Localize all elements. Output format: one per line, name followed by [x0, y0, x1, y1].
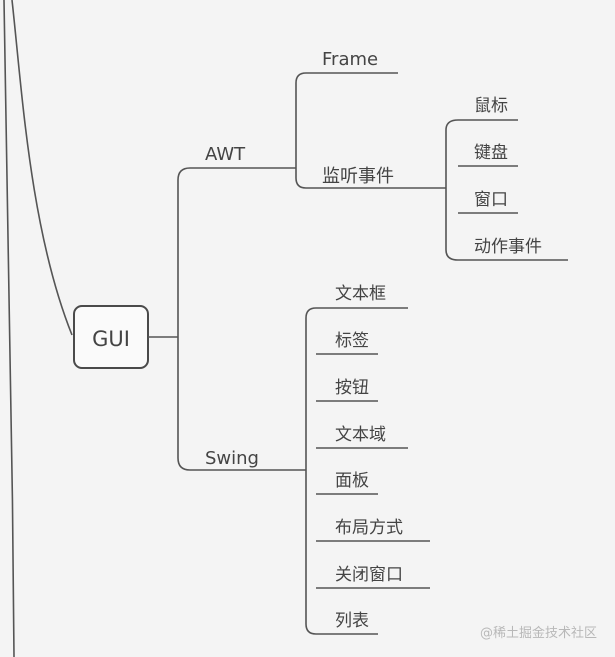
- branch-bracket: [177, 167, 191, 471]
- parent-connector-curve: [11, 0, 73, 336]
- node-layout-label[interactable]: 布局方式: [335, 518, 403, 538]
- awt-bracket: [295, 72, 307, 189]
- root-node[interactable]: GUI: [73, 305, 149, 369]
- branch-awt-label[interactable]: AWT: [205, 144, 246, 165]
- swing-bracket: [305, 307, 317, 635]
- branch-swing-label[interactable]: Swing: [205, 448, 259, 469]
- node-button-label[interactable]: 按钮: [335, 378, 369, 398]
- node-textarea-label[interactable]: 文本域: [335, 425, 386, 445]
- node-frame-label[interactable]: Frame: [322, 49, 378, 70]
- node-panel-label[interactable]: 面板: [335, 471, 369, 491]
- node-keyboard-label[interactable]: 键盘: [474, 143, 508, 163]
- listener-bracket: [445, 119, 459, 261]
- node-mouse-label[interactable]: 鼠标: [474, 96, 508, 116]
- watermark: @稀土掘金技术社区: [479, 626, 597, 641]
- node-list-label[interactable]: 列表: [335, 611, 369, 631]
- left-edge-line: [3, 0, 15, 657]
- node-listener-events-label[interactable]: 监听事件: [322, 166, 394, 187]
- node-close-window-label[interactable]: 关闭窗口: [335, 565, 403, 585]
- node-label-label[interactable]: 标签: [335, 331, 369, 351]
- node-action-events-label[interactable]: 动作事件: [474, 237, 542, 257]
- node-textfield-label[interactable]: 文本框: [335, 284, 386, 304]
- node-window-label[interactable]: 窗口: [474, 190, 508, 210]
- root-node-label: GUI: [92, 327, 130, 351]
